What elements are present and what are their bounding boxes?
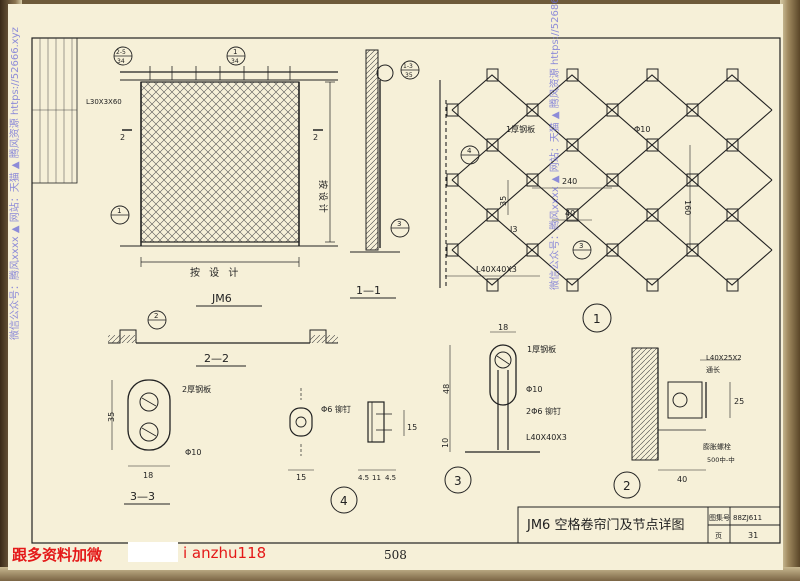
atlas-number: 88ZJ611 xyxy=(733,514,762,522)
dim-15b: 15 xyxy=(407,423,417,432)
jm6-title: JM6 xyxy=(211,292,232,305)
drawing-page xyxy=(8,4,783,570)
callout-ref-top: 1 xyxy=(233,48,237,56)
redacted-box xyxy=(128,542,178,562)
angle-grid-label: L40X40X3 xyxy=(476,265,517,274)
dim-48: 48 xyxy=(442,384,451,394)
section-2-2 xyxy=(108,329,338,344)
promo-id: i anzhu118 xyxy=(183,544,267,562)
callout-ref-bottom: 35 xyxy=(405,72,413,79)
callout-ref-1-34 xyxy=(226,46,246,66)
rod-label-c: Φ10 xyxy=(526,385,542,394)
dim-35b: 35 xyxy=(107,412,116,422)
detail-2-circle xyxy=(613,471,641,499)
angle-3-label: L40X40X3 xyxy=(526,433,567,442)
section-1-1-title: 1—1 xyxy=(356,284,381,297)
callout-ref-3 xyxy=(390,218,410,238)
book-page-edge xyxy=(780,0,800,581)
dim-18b: 18 xyxy=(498,323,508,332)
atlas-label: 图集号 xyxy=(709,513,730,522)
detail-2 xyxy=(631,347,740,471)
design-height-label: 按 设 计 xyxy=(317,180,329,213)
steel-plate-2-label: 2厚钢板 xyxy=(182,384,211,394)
sheet-frame xyxy=(31,37,781,544)
section-3-3 xyxy=(111,379,171,467)
detail-1-circle xyxy=(582,303,612,333)
design-width-label: 按 设 计 xyxy=(190,266,241,279)
dim-35: 35 xyxy=(499,196,508,206)
callout-ref-4 xyxy=(460,145,480,165)
watermark-left: 微信公众号：腾风xxxx ▲ 网站：天猫 ▲ 腾风资源 https://5266… xyxy=(8,27,21,340)
callout-ref-1 xyxy=(110,205,130,225)
angle-label-top: L30X3X60 xyxy=(86,98,122,106)
detail-3-label: 3 xyxy=(454,474,462,488)
detail-4 xyxy=(288,388,405,471)
callout-ref-label: 2 xyxy=(154,312,158,320)
steel-plate-label: 1厚钢板 xyxy=(506,124,535,134)
rod-label: Φ10 xyxy=(634,125,650,134)
callout-ref-3-mesh xyxy=(572,240,592,260)
sheet-title: JM6 空格卷帘门及节点详图 xyxy=(526,517,684,533)
detail-3 xyxy=(449,331,540,453)
section-mark-right: 2 xyxy=(313,133,318,142)
dim-11: 11 xyxy=(372,474,381,482)
detail-4-label: 4 xyxy=(340,494,348,508)
callout-ref-label: 1 xyxy=(117,207,121,215)
section-mark-left: 2 xyxy=(120,133,125,142)
dim-18: 18 xyxy=(143,471,153,480)
page-number: 31 xyxy=(748,531,758,540)
dim-40: 40 xyxy=(565,209,575,218)
dim-10: 10 xyxy=(441,438,450,448)
page-label: 页 xyxy=(715,532,722,540)
dim-4-5: 4.5 xyxy=(358,474,369,482)
dim-240: 240 xyxy=(562,177,577,186)
dim-160: 160 xyxy=(683,200,692,215)
watermark-center: 微信公众号：腾风xxxx ▲ 网站：天猫 ▲ 腾风资源 https://5268… xyxy=(548,0,561,290)
dim-40b: 40 xyxy=(677,475,687,484)
callout-ref-label: 3 xyxy=(579,242,583,250)
title-block xyxy=(517,506,781,544)
callout-ref-top: 1-3 xyxy=(403,63,413,70)
rivet-label: Φ6 铆钉 xyxy=(321,404,351,414)
callout-ref-2-5 xyxy=(113,46,133,66)
rivet-2-label: 2Φ6 铆钉 xyxy=(526,406,561,416)
section-3-3-title: 3—3 xyxy=(130,490,155,503)
callout-ref-bottom: 34 xyxy=(231,58,239,65)
section-2-2-title: 2—2 xyxy=(204,352,229,365)
dim-25: 25 xyxy=(734,397,744,406)
bolt-spacing-label: 500中-中 xyxy=(707,455,735,464)
detail-2-label: 2 xyxy=(623,479,631,493)
dim-4-5b: 4.5 xyxy=(385,474,396,482)
callout-ref-top: 2-5 xyxy=(116,49,126,56)
callout-ref-label: 4 xyxy=(467,147,472,155)
callout-ref-2 xyxy=(147,310,167,330)
bolt-label: 膨胀螺栓 xyxy=(703,442,731,451)
callout-ref-label: 3 xyxy=(397,220,401,228)
detail-4-circle xyxy=(330,486,358,514)
section-mark-i3: I3 xyxy=(510,225,517,234)
dim-15a: 15 xyxy=(296,473,306,482)
callout-ref-bottom: 34 xyxy=(117,58,125,65)
book-bottom-edge xyxy=(0,567,800,581)
through-label: 通长 xyxy=(706,365,720,374)
angle-4-label: L40X25X2 xyxy=(706,354,742,362)
steel-plate-3-label: 1厚钢板 xyxy=(527,344,556,354)
promo-text: 跟多资料加微 xyxy=(12,546,103,564)
detail-1-mesh xyxy=(439,68,773,292)
revision-block xyxy=(31,37,78,184)
callout-ref-1-3 xyxy=(400,60,420,80)
book-page-number: 508 xyxy=(384,548,407,562)
detail-1-label: 1 xyxy=(593,312,601,326)
section-1-1 xyxy=(350,49,400,253)
rod-label-b: Φ10 xyxy=(185,448,201,457)
jm6-elevation xyxy=(120,66,338,267)
detail-3-circle xyxy=(444,466,472,494)
